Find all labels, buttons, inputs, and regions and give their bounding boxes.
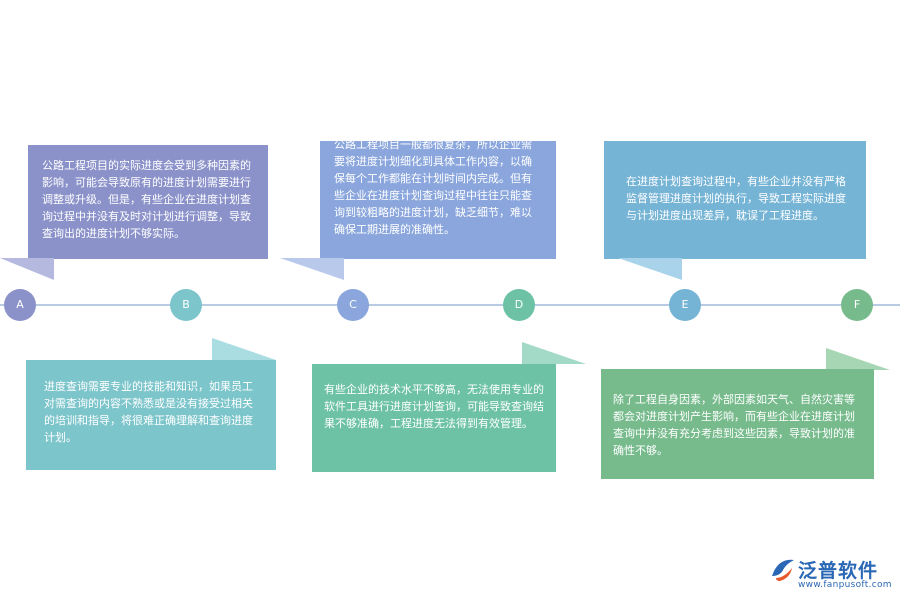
timeline-line — [0, 304, 900, 306]
card-e-pointer — [618, 258, 682, 280]
card-d: 有些企业的技术水平不够高，无法使用专业的软件工具进行进度计划查询，可能导致查询结… — [312, 364, 556, 472]
card-a-pointer — [0, 258, 54, 280]
card-b-text: 进度查询需要专业的技能和知识，如果员工对需查询的内容不熟悉或是没有接受过相关的培… — [44, 380, 253, 444]
node-f: F — [841, 289, 873, 321]
card-e: 在进度计划查询过程中，有些企业并没有严格监督管理进度计划的执行，导致工程实际进度… — [604, 141, 866, 259]
node-c: C — [337, 289, 369, 321]
card-f: 除了工程自身因素，外部因素如天气、自然灾害等都会对进度计划产生影响，而有些企业在… — [601, 369, 874, 479]
logo-name: 泛普软件 — [798, 560, 879, 582]
logo-url: www.fanpusoft.com — [798, 580, 892, 590]
node-b: B — [170, 289, 202, 321]
card-d-text: 有些企业的技术水平不够高，无法使用专业的软件工具进行进度计划查询，可能导致查询结… — [324, 383, 544, 430]
card-c: 公路工程项目一般都很复杂，所以企业需要将进度计划细化到具体工作内容，以确保每个工… — [320, 141, 556, 259]
card-c-pointer — [280, 258, 344, 280]
card-f-pointer — [826, 348, 890, 370]
card-e-text: 在进度计划查询过程中，有些企业并没有严格监督管理进度计划的执行，导致工程实际进度… — [626, 175, 846, 222]
card-a: 公路工程项目的实际进度会受到多种因素的影响，可能会导致原有的进度计划需要进行调整… — [28, 145, 268, 259]
card-b: 进度查询需要专业的技能和知识，如果员工对需查询的内容不熟悉或是没有接受过相关的培… — [26, 360, 276, 470]
fanpu-logo-icon — [772, 559, 794, 581]
fanpu-logo: 泛普软件 www.fanpusoft.com — [768, 554, 894, 594]
node-e: E — [669, 289, 701, 321]
card-f-text: 除了工程自身因素，外部因素如天气、自然灾害等都会对进度计划产生影响，而有些企业在… — [613, 393, 855, 457]
card-c-text: 公路工程项目一般都很复杂，所以企业需要将进度计划细化到具体工作内容，以确保每个工… — [334, 141, 532, 236]
card-b-pointer — [212, 338, 276, 360]
node-d: D — [503, 289, 535, 321]
card-d-pointer — [522, 342, 586, 364]
node-a: A — [4, 289, 36, 321]
card-a-text: 公路工程项目的实际进度会受到多种因素的影响，可能会导致原有的进度计划需要进行调整… — [42, 159, 251, 240]
